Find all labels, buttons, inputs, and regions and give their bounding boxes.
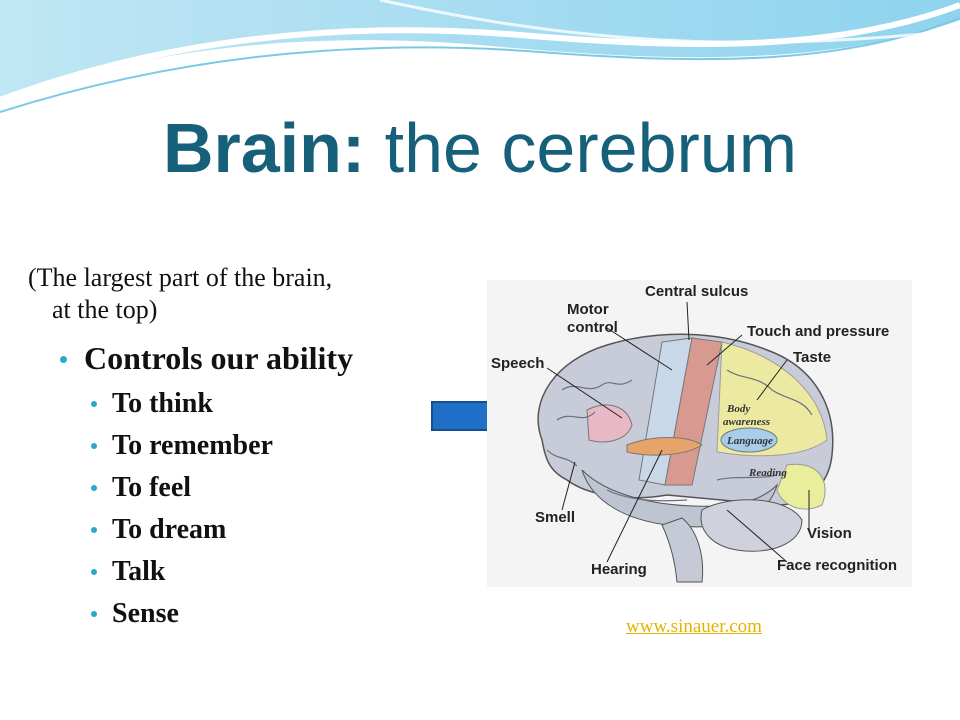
language-region [720, 427, 778, 453]
vision-region [776, 463, 826, 510]
label-body: Body [726, 403, 750, 415]
label-speech: Speech [491, 355, 544, 372]
header-wave-decoration [0, 0, 960, 113]
sub-bullet: Talk [112, 556, 166, 587]
label-reading: Reading [748, 467, 787, 479]
intro-line-1: (The largest part of the brain, [28, 263, 333, 292]
label-vision: Vision [807, 525, 852, 542]
sub-bullet: To think [112, 388, 213, 419]
main-bullet: Controls our ability [84, 340, 354, 376]
label-awareness: awareness [723, 416, 770, 428]
bullet-dot-icon [91, 569, 97, 575]
intro-text: (The largest part of the brain, at the t… [28, 262, 448, 326]
sub-bullet: To dream [112, 514, 227, 545]
label-central-sulcus: Central sulcus [645, 283, 748, 300]
bullet-dot-icon [60, 356, 67, 363]
bullet-dot-icon [91, 401, 97, 407]
label-motor-control: control [567, 319, 618, 336]
label-language: Language [726, 435, 773, 447]
intro-line-2: at the top) [52, 295, 158, 324]
cerebellum [700, 499, 803, 552]
sub-bullet: To remember [112, 430, 273, 461]
brain-diagram: Central sulcus Motor control Touch and p… [487, 280, 912, 587]
label-smell: Smell [535, 509, 575, 526]
label-taste: Taste [793, 349, 831, 366]
brainstem [661, 517, 704, 583]
label-face-recognition: Face recognition [777, 557, 897, 574]
label-motor: Motor [567, 301, 609, 318]
label-hearing: Hearing [591, 561, 647, 578]
bullet-dot-icon [91, 443, 97, 449]
sub-bullet: To feel [112, 472, 192, 503]
slide-title: Brain: the cerebrum [0, 108, 960, 188]
bullet-dot-icon [91, 611, 97, 617]
label-touch: Touch and pressure [747, 323, 889, 340]
title-bold: Brain: [162, 109, 366, 187]
speech-region [586, 404, 633, 443]
bullet-dot-icon [91, 485, 97, 491]
hearing-region [626, 437, 703, 456]
credit-link[interactable]: www.sinauer.com [626, 616, 762, 637]
sub-bullet: Sense [112, 598, 179, 629]
parietal-region [716, 341, 828, 457]
bullet-dot-icon [91, 527, 97, 533]
title-rest: the cerebrum [365, 109, 798, 187]
